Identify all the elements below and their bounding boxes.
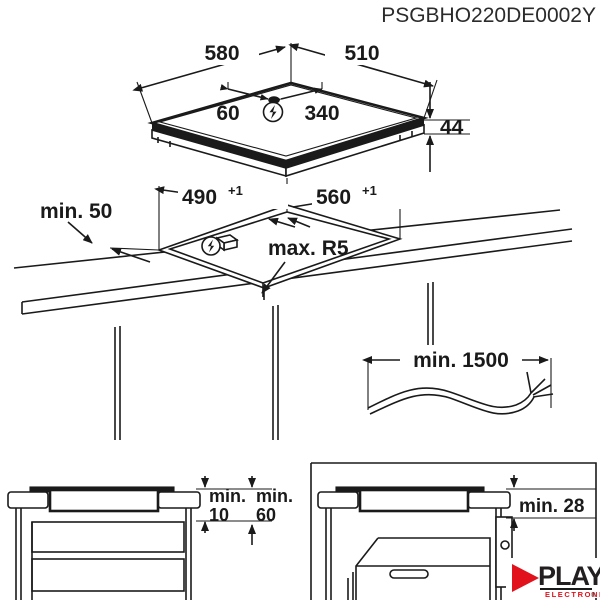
oven-body: [347, 537, 491, 600]
left-cabinet-leg-left: [15, 508, 22, 600]
oven-detail-frame: [310, 462, 597, 600]
dimension-min-50: min. 50: [40, 200, 160, 263]
cutout-inner-hole: [167, 211, 392, 284]
oven-door-handle: [389, 569, 429, 579]
dimension-510-label: 510: [344, 42, 379, 65]
dimension-490-tolerance: +1: [228, 183, 243, 198]
dimension-580: 580: [132, 40, 292, 124]
lightning-bolt-icon-cutout: [201, 236, 221, 256]
oven-top-panel: [355, 537, 491, 600]
dimension-min-60: min. 60: [248, 476, 293, 545]
hob-body: [147, 81, 429, 178]
cabinet-section-view: min. 10 min. 60: [7, 476, 293, 600]
dimension-44: 44: [424, 82, 470, 172]
dimension-60-label: 60: [216, 102, 239, 125]
dimension-580-label: 580: [204, 42, 239, 65]
left-drawer-lower: [31, 558, 185, 592]
oven-left-edge: [347, 572, 354, 600]
dimension-560-label: 560: [316, 186, 351, 209]
dimension-340-label: 340: [304, 102, 339, 125]
dimension-min-10: min. 10: [196, 476, 272, 533]
right-cabinet-leg-left: [325, 508, 332, 600]
cable-wire-ends: [526, 371, 554, 398]
play-electronics-logo: PLAY ELECTRONICS ®: [506, 558, 600, 599]
worktop-support-lines: [114, 282, 434, 440]
support-line-center: [272, 305, 279, 440]
dimension-560-tolerance: +1: [362, 183, 377, 198]
logo-secondary-text: ELECTRONICS: [545, 590, 600, 599]
support-line-left: [114, 326, 121, 440]
worktop-cutout: [156, 204, 403, 300]
bracket-screw: [500, 540, 510, 550]
right-worktop-left: [317, 491, 359, 509]
hob-isometric-view: 580 510 60 340: [132, 40, 470, 178]
left-hob-body: [48, 488, 160, 513]
logo-primary-text: PLAY: [538, 561, 600, 591]
hob-foot-right: [399, 131, 413, 141]
dimension-510: 510: [288, 40, 438, 119]
worktop-front-bottom: [21, 240, 573, 315]
dimension-min-28-label: min. 28: [519, 496, 584, 517]
dimension-490: 490 +1: [154, 178, 288, 250]
dimension-min-50-label: min. 50: [40, 200, 112, 223]
cable-outline-top: [367, 387, 532, 409]
dimension-min-28: min. 28: [506, 475, 596, 531]
dimension-560: 560 +1: [292, 183, 412, 239]
document-title: PSGBHO220DE0002Y: [381, 4, 596, 27]
oven-section-view: min. 28: [310, 462, 597, 600]
cable-outline-bottom: [369, 393, 535, 415]
dimension-min-60-value: 60: [256, 505, 276, 525]
hob-front-left-edge: [152, 123, 286, 168]
hob-front-right-edge: [286, 118, 424, 168]
dimension-min-1500-label: min. 1500: [413, 349, 509, 372]
left-worktop-right: [157, 491, 201, 509]
hob-side-right: [285, 123, 425, 178]
support-line-right: [427, 282, 434, 345]
dimension-min-10-value: 10: [209, 505, 229, 525]
lightning-bolt-icon: [262, 101, 284, 123]
dimension-44-label: 44: [440, 116, 464, 139]
supply-cable-view: min. 1500: [362, 348, 554, 415]
dimension-max-r5: max. R5: [261, 217, 349, 294]
left-worktop-left: [7, 491, 49, 509]
dimension-min-60-prefix: min.: [256, 486, 293, 506]
dimension-490-label: 490: [182, 186, 217, 209]
dimension-min-10-prefix: min.: [209, 486, 246, 506]
right-hob-body: [358, 488, 470, 513]
dimension-max-r5-label: max. R5: [268, 237, 349, 260]
left-cabinet-leg-right: [185, 508, 192, 600]
hob-foot-left: [157, 137, 171, 147]
logo-registered-mark: ®: [591, 592, 596, 599]
worktop-cutout-isometric-view: 490 +1 560 +1 min. 50 max. R5: [13, 178, 573, 440]
play-triangle-icon: [512, 564, 539, 592]
right-worktop-right: [467, 491, 511, 509]
left-drawer-upper: [31, 521, 185, 553]
dimension-340: 340: [272, 82, 340, 125]
dimension-60: 60: [216, 82, 269, 125]
